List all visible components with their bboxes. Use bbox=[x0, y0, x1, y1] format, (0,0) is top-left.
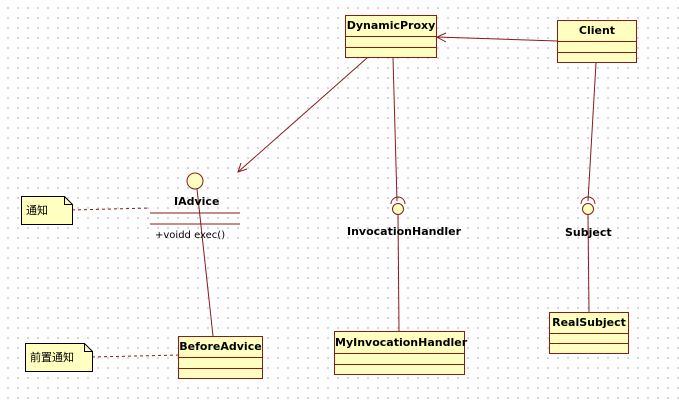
class-real-subject-operations bbox=[550, 344, 628, 353]
class-dynamic-proxy-operations bbox=[346, 48, 436, 58]
interface-invocation-handler-name[interactable]: InvocationHandler bbox=[347, 225, 462, 238]
class-dynamic-proxy-name: DynamicProxy bbox=[346, 16, 436, 37]
advice-note-anchor bbox=[71, 207, 151, 211]
interface-iadvice-operation: +voidd exec() bbox=[155, 230, 226, 241]
class-before-advice-operations bbox=[179, 369, 262, 379]
class-real-subject-name: RealSubject bbox=[550, 313, 628, 334]
client-to-proxy-arrowhead bbox=[435, 32, 447, 43]
class-before-advice[interactable]: BeforeAdvice bbox=[178, 336, 263, 379]
client-to-subject-line[interactable] bbox=[587, 62, 597, 202]
class-my-invocation-handler-operations bbox=[335, 365, 464, 375]
class-client-operations bbox=[558, 53, 636, 63]
proxy-to-iadvice-arrowhead bbox=[237, 162, 248, 173]
subject-interface-circle bbox=[582, 203, 594, 215]
note-before-advice-text: 前置通知 bbox=[30, 351, 74, 364]
class-real-subject-attributes bbox=[550, 334, 628, 344]
class-client-attributes bbox=[558, 42, 636, 53]
class-dynamic-proxy[interactable]: DynamicProxy bbox=[345, 15, 437, 58]
subject-realization-line[interactable] bbox=[587, 214, 590, 313]
note-advice[interactable]: 通知 bbox=[21, 196, 73, 225]
class-my-invocation-handler-attributes bbox=[335, 354, 464, 365]
interface-subject-name[interactable]: Subject bbox=[565, 226, 612, 239]
class-client-name: Client bbox=[558, 21, 636, 42]
class-my-invocation-handler-name: MyInvocationHandler bbox=[335, 332, 467, 354]
class-client[interactable]: Client bbox=[557, 20, 637, 63]
note-before-advice-shape bbox=[25, 343, 93, 372]
class-before-advice-name: BeforeAdvice bbox=[179, 337, 262, 358]
before-advice-realization-line[interactable] bbox=[196, 188, 214, 337]
class-before-advice-attributes bbox=[179, 358, 262, 369]
client-to-proxy-line[interactable] bbox=[436, 36, 558, 42]
interface-iadvice-name[interactable]: IAdvice bbox=[174, 195, 220, 208]
class-dynamic-proxy-attributes bbox=[346, 37, 436, 48]
handler-realization-line[interactable] bbox=[397, 214, 400, 332]
proxy-to-iadvice-line[interactable] bbox=[237, 57, 368, 173]
iadvice-interface-circle bbox=[186, 172, 204, 190]
note-advice-shape bbox=[21, 196, 73, 225]
before-note-anchor bbox=[91, 354, 181, 358]
subject-required-socket bbox=[580, 196, 596, 205]
proxy-to-handler-line[interactable] bbox=[392, 57, 398, 202]
handler-interface-circle bbox=[392, 203, 404, 215]
class-my-invocation-handler[interactable]: MyInvocationHandler bbox=[334, 331, 467, 375]
note-advice-text: 通知 bbox=[26, 204, 48, 217]
class-real-subject[interactable]: RealSubject bbox=[549, 312, 629, 354]
handler-required-socket bbox=[390, 196, 406, 205]
note-before-advice[interactable]: 前置通知 bbox=[25, 343, 93, 372]
